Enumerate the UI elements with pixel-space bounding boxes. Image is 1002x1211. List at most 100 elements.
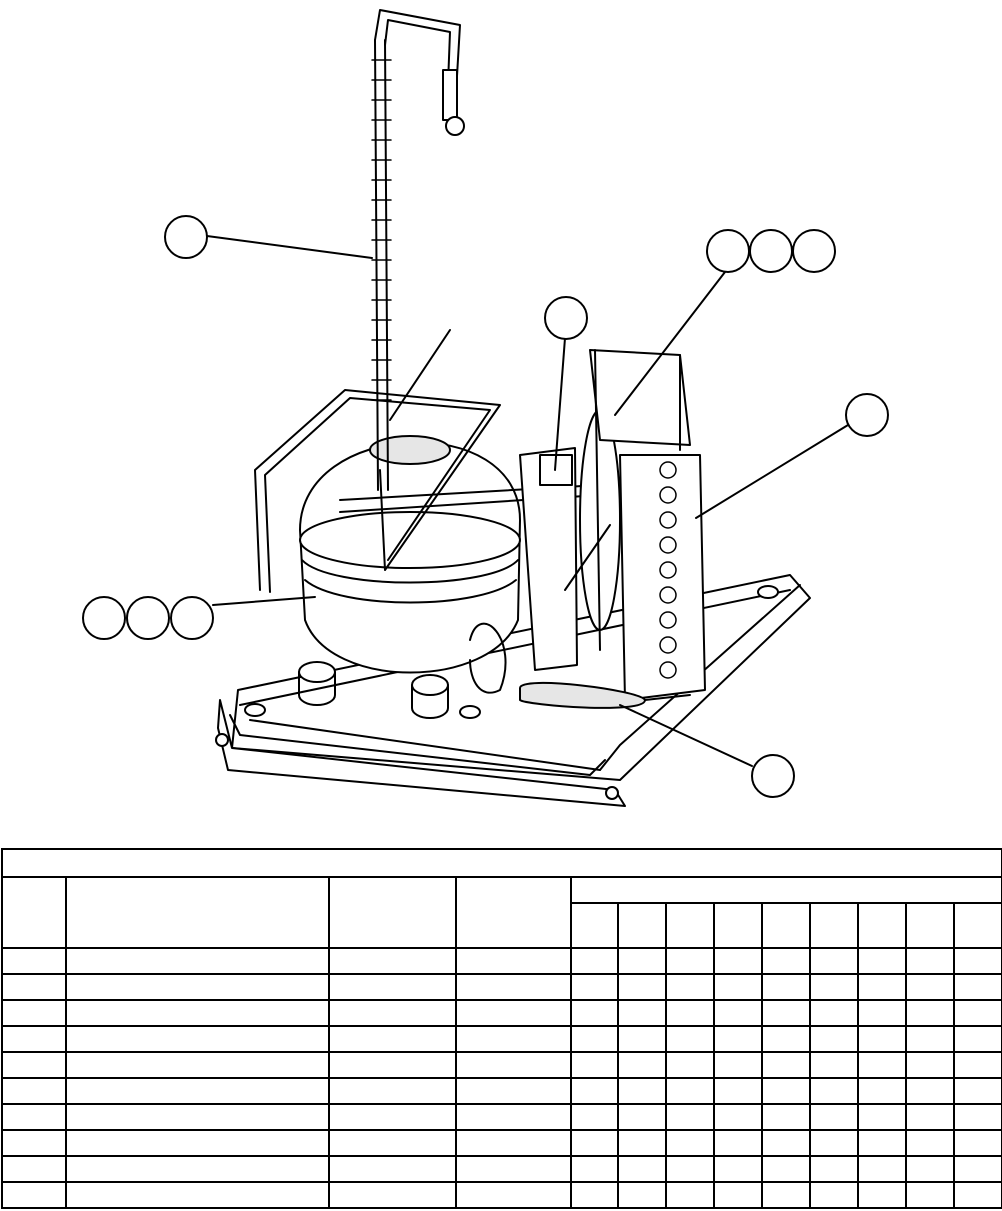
table-cell xyxy=(328,999,457,1027)
table-cell xyxy=(1,1077,67,1105)
table-cell xyxy=(857,1025,907,1053)
table-cell xyxy=(713,973,763,1001)
table-cell xyxy=(570,1181,619,1209)
table-row xyxy=(1,1025,1002,1053)
header-model xyxy=(761,902,811,949)
callout-e xyxy=(792,229,836,273)
table-cell xyxy=(952,1181,1002,1209)
table-cell xyxy=(713,1103,763,1131)
table-cell xyxy=(952,999,1002,1027)
table-cell xyxy=(455,947,572,975)
table-row xyxy=(1,999,1002,1027)
table-cell xyxy=(65,973,330,1001)
table-cell xyxy=(570,1025,619,1053)
table-cell xyxy=(857,973,907,1001)
table-cell xyxy=(857,1129,907,1157)
callout-circles xyxy=(82,215,889,798)
table-cell xyxy=(809,947,859,975)
table-cell xyxy=(328,1181,457,1209)
header-model xyxy=(809,902,859,949)
table-cell xyxy=(570,999,619,1027)
table-cell xyxy=(617,1077,667,1105)
table-cell xyxy=(455,999,572,1027)
table-cell xyxy=(617,1155,667,1183)
table-cell xyxy=(570,973,619,1001)
table-cell xyxy=(809,1077,859,1105)
table-cell xyxy=(455,1103,572,1131)
table-cell xyxy=(328,1129,457,1157)
table-cell xyxy=(1,999,67,1027)
table-cell xyxy=(665,1077,715,1105)
table-cell xyxy=(857,1051,907,1079)
table-cell xyxy=(713,947,763,975)
capillary-tube xyxy=(371,9,465,491)
table-cell xyxy=(1,1129,67,1157)
table-cell xyxy=(809,1103,859,1131)
table-cell xyxy=(952,1025,1002,1053)
table-cell xyxy=(65,1051,330,1079)
table-cell xyxy=(713,1181,763,1209)
callout-h xyxy=(126,596,170,640)
table-cell xyxy=(809,1155,859,1183)
table-cell xyxy=(617,1129,667,1157)
table-cell xyxy=(761,1181,811,1209)
table-caption-row xyxy=(0,848,1002,878)
header-model xyxy=(713,902,763,949)
table-row xyxy=(1,1051,1002,1079)
table-cell xyxy=(713,1077,763,1105)
table-cell xyxy=(761,1025,811,1053)
table-cell xyxy=(905,1155,955,1183)
table-cell xyxy=(761,1077,811,1105)
callout-g xyxy=(82,596,126,640)
table-cell xyxy=(65,1103,330,1131)
table-cell xyxy=(328,1025,457,1053)
table-cell xyxy=(570,947,619,975)
header-model xyxy=(570,902,619,949)
table-cell xyxy=(905,1025,955,1053)
table-cell xyxy=(857,1077,907,1105)
table-cell xyxy=(761,973,811,1001)
header-model xyxy=(617,902,667,949)
table-cell xyxy=(1,947,67,975)
table-cell xyxy=(761,1051,811,1079)
callout-i xyxy=(170,596,214,640)
table-cell xyxy=(328,1051,457,1079)
table-cell xyxy=(617,1103,667,1131)
table-cell xyxy=(570,1077,619,1105)
table-cell xyxy=(665,1129,715,1157)
table-cell xyxy=(857,947,907,975)
table-cell xyxy=(65,1129,330,1157)
table-row xyxy=(1,947,1002,975)
table-cell xyxy=(905,1181,955,1209)
table-cell xyxy=(570,1103,619,1131)
table-cell xyxy=(809,1181,859,1209)
header-model xyxy=(905,902,955,949)
table-cell xyxy=(905,1051,955,1079)
table-cell xyxy=(455,1025,572,1053)
table-cell xyxy=(857,1181,907,1209)
table-cell xyxy=(455,1155,572,1183)
table-cell xyxy=(905,973,955,1001)
table-cell xyxy=(761,1155,811,1183)
table-cell xyxy=(952,1103,1002,1131)
table-cell xyxy=(65,1181,330,1209)
table-cell xyxy=(809,1051,859,1079)
callout-f xyxy=(845,393,889,437)
table-row xyxy=(1,1129,1002,1157)
table-row xyxy=(1,1103,1002,1131)
callout-d xyxy=(749,229,793,273)
table-cell xyxy=(665,999,715,1027)
table-cell xyxy=(617,1025,667,1053)
table-cell xyxy=(809,1025,859,1053)
table-cell xyxy=(905,947,955,975)
table-cell xyxy=(328,947,457,975)
table-cell xyxy=(905,1129,955,1157)
header-item-no xyxy=(1,876,67,949)
callout-c xyxy=(706,229,750,273)
table-cell xyxy=(1,973,67,1001)
mounting-grommets xyxy=(244,585,779,719)
table-cell xyxy=(65,999,330,1027)
table-cell xyxy=(1,1051,67,1079)
table-cell xyxy=(761,1129,811,1157)
table-cell xyxy=(761,1103,811,1131)
